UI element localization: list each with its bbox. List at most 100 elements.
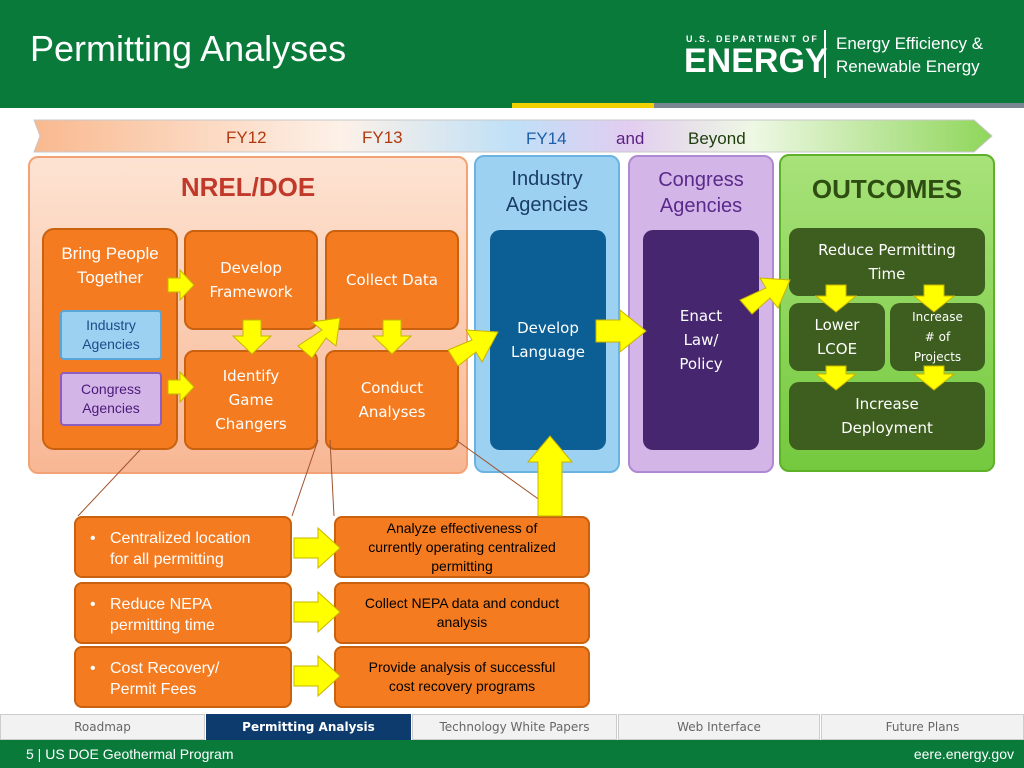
congress-panel-title: Congress Agencies	[628, 167, 774, 219]
industry-title-line-1: Industry	[511, 168, 583, 190]
arrow-right-icon	[167, 268, 195, 302]
industry-panel-title: Industry Agencies	[474, 166, 620, 218]
arrow-down-icon	[912, 284, 956, 313]
increase-deployment-box: Increase Deployment	[789, 382, 985, 450]
industry-agencies-chip: Industry Agencies	[60, 310, 162, 360]
arrow-up-right-icon	[447, 329, 499, 367]
flow-arrows	[167, 268, 956, 698]
congress-title-line-2: Agencies	[659, 195, 743, 217]
page-title: Permitting Analyses	[30, 28, 347, 69]
detail-right-1: Analyze effectiveness of currently opera…	[334, 516, 590, 578]
stripe-green	[0, 103, 512, 108]
detail-left-3-text: Cost Recovery/ Permit Fees	[110, 658, 219, 700]
identify-line-2: Game	[228, 391, 274, 409]
arrow-right-icon	[595, 308, 647, 354]
lower-line-1: Lower	[814, 316, 860, 334]
detail-left-3-line-1: Cost Recovery/	[110, 660, 220, 677]
develop-language-box: Develop Language	[490, 230, 606, 450]
detail-right-1-line-2: currently operating centralized	[368, 538, 556, 555]
arrow-right-icon	[293, 654, 341, 698]
detail-left-1-line-1: Centralized location	[110, 530, 251, 547]
nrel-doe-title: NREL/DOE	[180, 172, 316, 202]
footer-url[interactable]: eere.energy.gov	[913, 746, 1014, 762]
enact-line-3: Policy	[679, 355, 723, 373]
increase-line-2: # of	[924, 330, 951, 344]
develop-language-line-2: Language	[510, 343, 586, 361]
bring-people-together-label: Bring People Together	[44, 242, 176, 290]
header-bar	[0, 0, 1024, 103]
detail-left-1-line-2: for all permitting	[110, 551, 224, 568]
collect-data-box: Collect Data	[325, 230, 459, 330]
detail-left-2-line-1: Reduce NEPA	[110, 596, 212, 613]
doe-logo: ENERGY	[684, 42, 828, 80]
congress-chip-line-1: Congress	[81, 381, 141, 397]
industry-chip-line-1: Industry	[86, 317, 136, 333]
identify-line-3: Changers	[215, 415, 287, 433]
callout-lines	[77, 439, 563, 517]
arrow-up-right-icon	[297, 317, 341, 359]
eere-label: Energy Efficiency & Renewable Energy	[836, 32, 983, 78]
arrow-right-icon	[293, 590, 341, 634]
tab-web-interface[interactable]: Web Interface	[618, 714, 820, 740]
deploy-line-2: Deployment	[841, 419, 933, 437]
tab-future-plans[interactable]: Future Plans	[821, 714, 1024, 740]
detail-right-3-line-1: Provide analysis of successful	[368, 659, 556, 675]
industry-chip-line-2: Agencies	[82, 336, 140, 352]
increase-projects-box: Increase # of Projects	[890, 303, 985, 371]
arrow-right-icon	[167, 370, 195, 404]
develop-framework-line-2: Framework	[209, 283, 293, 301]
detail-left-1-text: Centralized location for all permitting	[110, 528, 251, 570]
congress-title-line-1: Congress	[658, 169, 744, 191]
timeline-fy13: FY13	[362, 128, 403, 147]
industry-title-line-2: Agencies	[505, 194, 589, 216]
detail-left-2-bullet-row: • Reduce NEPA permitting time	[90, 594, 284, 636]
enact-line-1: Enact	[679, 307, 723, 325]
arrow-right-icon	[293, 526, 341, 570]
identify-game-changers-box: Identify Game Changers	[184, 350, 318, 450]
doe-label-small: U.S. DEPARTMENT OF	[686, 34, 819, 44]
arrow-down-icon	[231, 319, 273, 355]
detail-right-2-line-1: Collect NEPA data and conduct	[364, 595, 560, 611]
detail-left-3: • Cost Recovery/ Permit Fees	[74, 646, 292, 708]
bullet-icon: •	[90, 596, 96, 613]
lower-line-2: LCOE	[816, 340, 858, 358]
detail-left-1-bullet-row: • Centralized location for all permittin…	[90, 528, 284, 570]
detail-left-1: • Centralized location for all permittin…	[74, 516, 292, 578]
detail-right-1-line-1: Analyze effectiveness of	[386, 519, 538, 536]
outcomes-title: OUTCOMES	[811, 174, 963, 204]
timeline-fy12: FY12	[226, 128, 267, 147]
arrow-up-icon	[526, 435, 574, 517]
timeline-arrow	[33, 119, 993, 153]
detail-left-2-text: Reduce NEPA permitting time	[110, 594, 215, 636]
increase-line-1: Increase	[912, 310, 963, 324]
tab-roadmap[interactable]: Roadmap	[0, 714, 205, 740]
deploy-line-1: Increase	[855, 395, 919, 413]
timeline-fy14: FY14	[526, 129, 567, 148]
arrow-down-icon	[814, 365, 858, 391]
reduce-line-2: Time	[868, 265, 906, 283]
tab-permitting-analysis[interactable]: Permitting Analysis	[206, 714, 411, 740]
detail-left-2-line-2: permitting time	[110, 617, 215, 634]
arrow-down-icon	[371, 319, 413, 355]
congress-chip-line-2: Agencies	[82, 400, 140, 416]
detail-left-3-bullet-row: • Cost Recovery/ Permit Fees	[90, 658, 284, 700]
eere-line-1: Energy Efficiency &	[836, 34, 984, 53]
enact-line-2: Law/	[683, 331, 719, 349]
timeline-and: and	[616, 129, 645, 148]
stripe-gray	[654, 103, 1024, 108]
footer-page-label: 5 | US DOE Geothermal Program	[26, 746, 234, 762]
detail-right-3-line-2: cost recovery programs	[388, 678, 536, 694]
arrow-up-right-icon	[739, 277, 791, 315]
timeline-beyond: Beyond	[688, 129, 746, 148]
bring-line-1: Bring People	[61, 244, 159, 263]
develop-language-line-1: Develop	[517, 319, 579, 337]
tab-technology-white-papers[interactable]: Technology White Papers	[412, 714, 617, 740]
detail-right-1-line-3: permitting	[431, 557, 493, 574]
reduce-line-1: Reduce Permitting	[818, 241, 956, 259]
logo-divider	[824, 30, 826, 78]
eere-line-2: Renewable Energy	[836, 57, 980, 76]
arrow-down-icon	[912, 365, 956, 391]
bring-line-2: Together	[76, 268, 144, 287]
congress-agencies-chip: Congress Agencies	[60, 372, 162, 426]
enact-law-policy-box: Enact Law/ Policy	[643, 230, 759, 450]
